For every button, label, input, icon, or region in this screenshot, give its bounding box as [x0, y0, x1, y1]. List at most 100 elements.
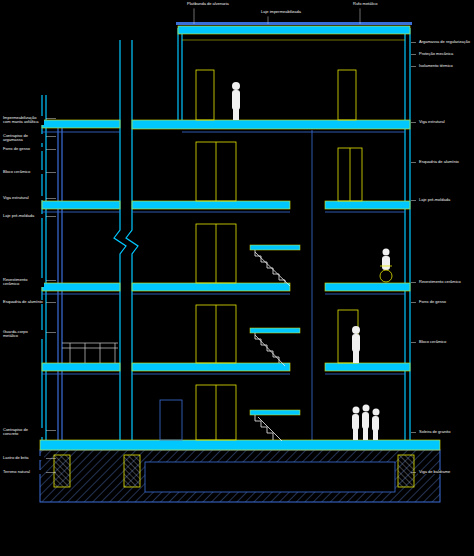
human-figures — [373, 409, 380, 416]
human-figures — [353, 350, 359, 363]
annotation-label: Bloco cerâmico — [418, 340, 474, 344]
human-figures — [363, 405, 370, 412]
wheelchair — [380, 266, 392, 282]
leader-line — [194, 8, 195, 24]
ceiling-lines — [42, 132, 405, 374]
annotation-label: Viga estrutural — [418, 120, 474, 124]
leader-line — [46, 472, 56, 473]
human-figures — [373, 429, 378, 440]
annotation-label: Viga estrutural — [2, 196, 44, 200]
floor-slabs — [325, 201, 410, 209]
human-figures — [232, 82, 240, 90]
leader-line — [411, 54, 416, 55]
wheelchair — [380, 270, 392, 282]
stairs — [250, 410, 300, 415]
floor-slabs — [325, 283, 410, 291]
leader-line — [360, 8, 361, 24]
leader-line — [46, 172, 56, 173]
railing — [100, 343, 101, 363]
floor-slabs — [42, 120, 120, 128]
human-figures — [363, 427, 368, 440]
leader-line — [411, 342, 416, 343]
railing — [62, 348, 118, 349]
annotation-label: Platibanda de alvenaria — [186, 2, 243, 6]
annotation-label: Lastro de brita — [2, 456, 44, 460]
doors — [216, 142, 217, 201]
foundation — [145, 462, 395, 492]
doors — [338, 70, 356, 120]
leader-line — [46, 136, 56, 137]
doors — [196, 224, 236, 283]
leader-line — [411, 282, 416, 283]
annotation-label: Bloco cerâmico — [2, 170, 44, 174]
human-figures — [352, 414, 359, 430]
walls — [45, 95, 46, 450]
ceiling-lines — [325, 374, 405, 375]
leader-line — [268, 16, 269, 24]
leader-line — [46, 216, 56, 217]
ceiling-lines — [42, 294, 120, 295]
annotation-label: Impermeabilização com manta asfáltica — [2, 116, 44, 125]
leader-line — [411, 472, 416, 473]
ceiling-lines — [132, 294, 290, 295]
doors — [160, 70, 362, 440]
leader-line — [46, 198, 56, 199]
roof-slab — [178, 26, 410, 34]
human-figures — [352, 326, 360, 334]
ceiling-lines — [42, 212, 120, 213]
annotation-label: Revestimento cerâmico — [418, 280, 474, 284]
floor-slabs — [132, 201, 290, 209]
floor-slabs — [132, 363, 290, 371]
railing — [62, 343, 118, 363]
stairs — [255, 335, 285, 366]
doors — [216, 224, 217, 283]
floor-slabs — [40, 120, 440, 450]
annotation-label: Revestimento cerâmico — [2, 278, 44, 287]
ceiling-lines — [325, 294, 405, 295]
roof-slab — [182, 40, 405, 41]
leader-line — [46, 302, 56, 303]
doors — [350, 148, 351, 201]
annotation-label: Argamassa de regularização — [418, 40, 474, 44]
annotation-label: Terreno natural — [2, 470, 44, 474]
roof-slab — [176, 22, 412, 40]
leader-line — [46, 458, 56, 459]
ceiling-lines — [182, 132, 405, 133]
doors — [160, 400, 182, 440]
roof-slab — [176, 22, 412, 25]
annotation-label: Forro de gesso — [2, 147, 44, 151]
annotation-label: Forro de gesso — [418, 300, 474, 304]
floor-slabs — [42, 283, 120, 291]
walls — [404, 28, 405, 450]
human-figures — [383, 249, 390, 256]
walls — [126, 40, 138, 450]
foundation — [54, 455, 70, 487]
leader-line — [46, 118, 56, 119]
wheelchair — [380, 266, 392, 267]
stairs — [250, 245, 300, 250]
doors — [196, 142, 236, 201]
ceiling-lines — [132, 374, 290, 375]
railing — [115, 343, 116, 363]
leader-line — [411, 122, 416, 123]
annotation-label: Laje pré-moldada — [418, 198, 474, 202]
annotation-label: Viga de baldrame — [418, 470, 474, 474]
annotation-label: Guarda-corpo metálico — [2, 330, 44, 339]
railing — [62, 343, 118, 344]
leader-line — [411, 200, 416, 201]
railing — [70, 343, 71, 363]
annotation-label: Laje impermeabilizada — [260, 10, 312, 14]
doors — [196, 305, 236, 363]
stairs — [255, 252, 290, 286]
human-figures — [232, 90, 240, 110]
foundation — [124, 455, 140, 487]
floor-slabs — [132, 120, 410, 129]
annotation-label: Soleira de granito — [418, 430, 474, 434]
foundation — [40, 450, 440, 502]
floor-slabs — [325, 363, 410, 371]
annotation-label: Esquadria de alumínio — [418, 160, 474, 164]
annotation-label: Proteção mecânica — [418, 52, 474, 56]
walls — [312, 130, 313, 440]
ceiling-lines — [132, 212, 290, 213]
human-figures — [352, 334, 360, 352]
